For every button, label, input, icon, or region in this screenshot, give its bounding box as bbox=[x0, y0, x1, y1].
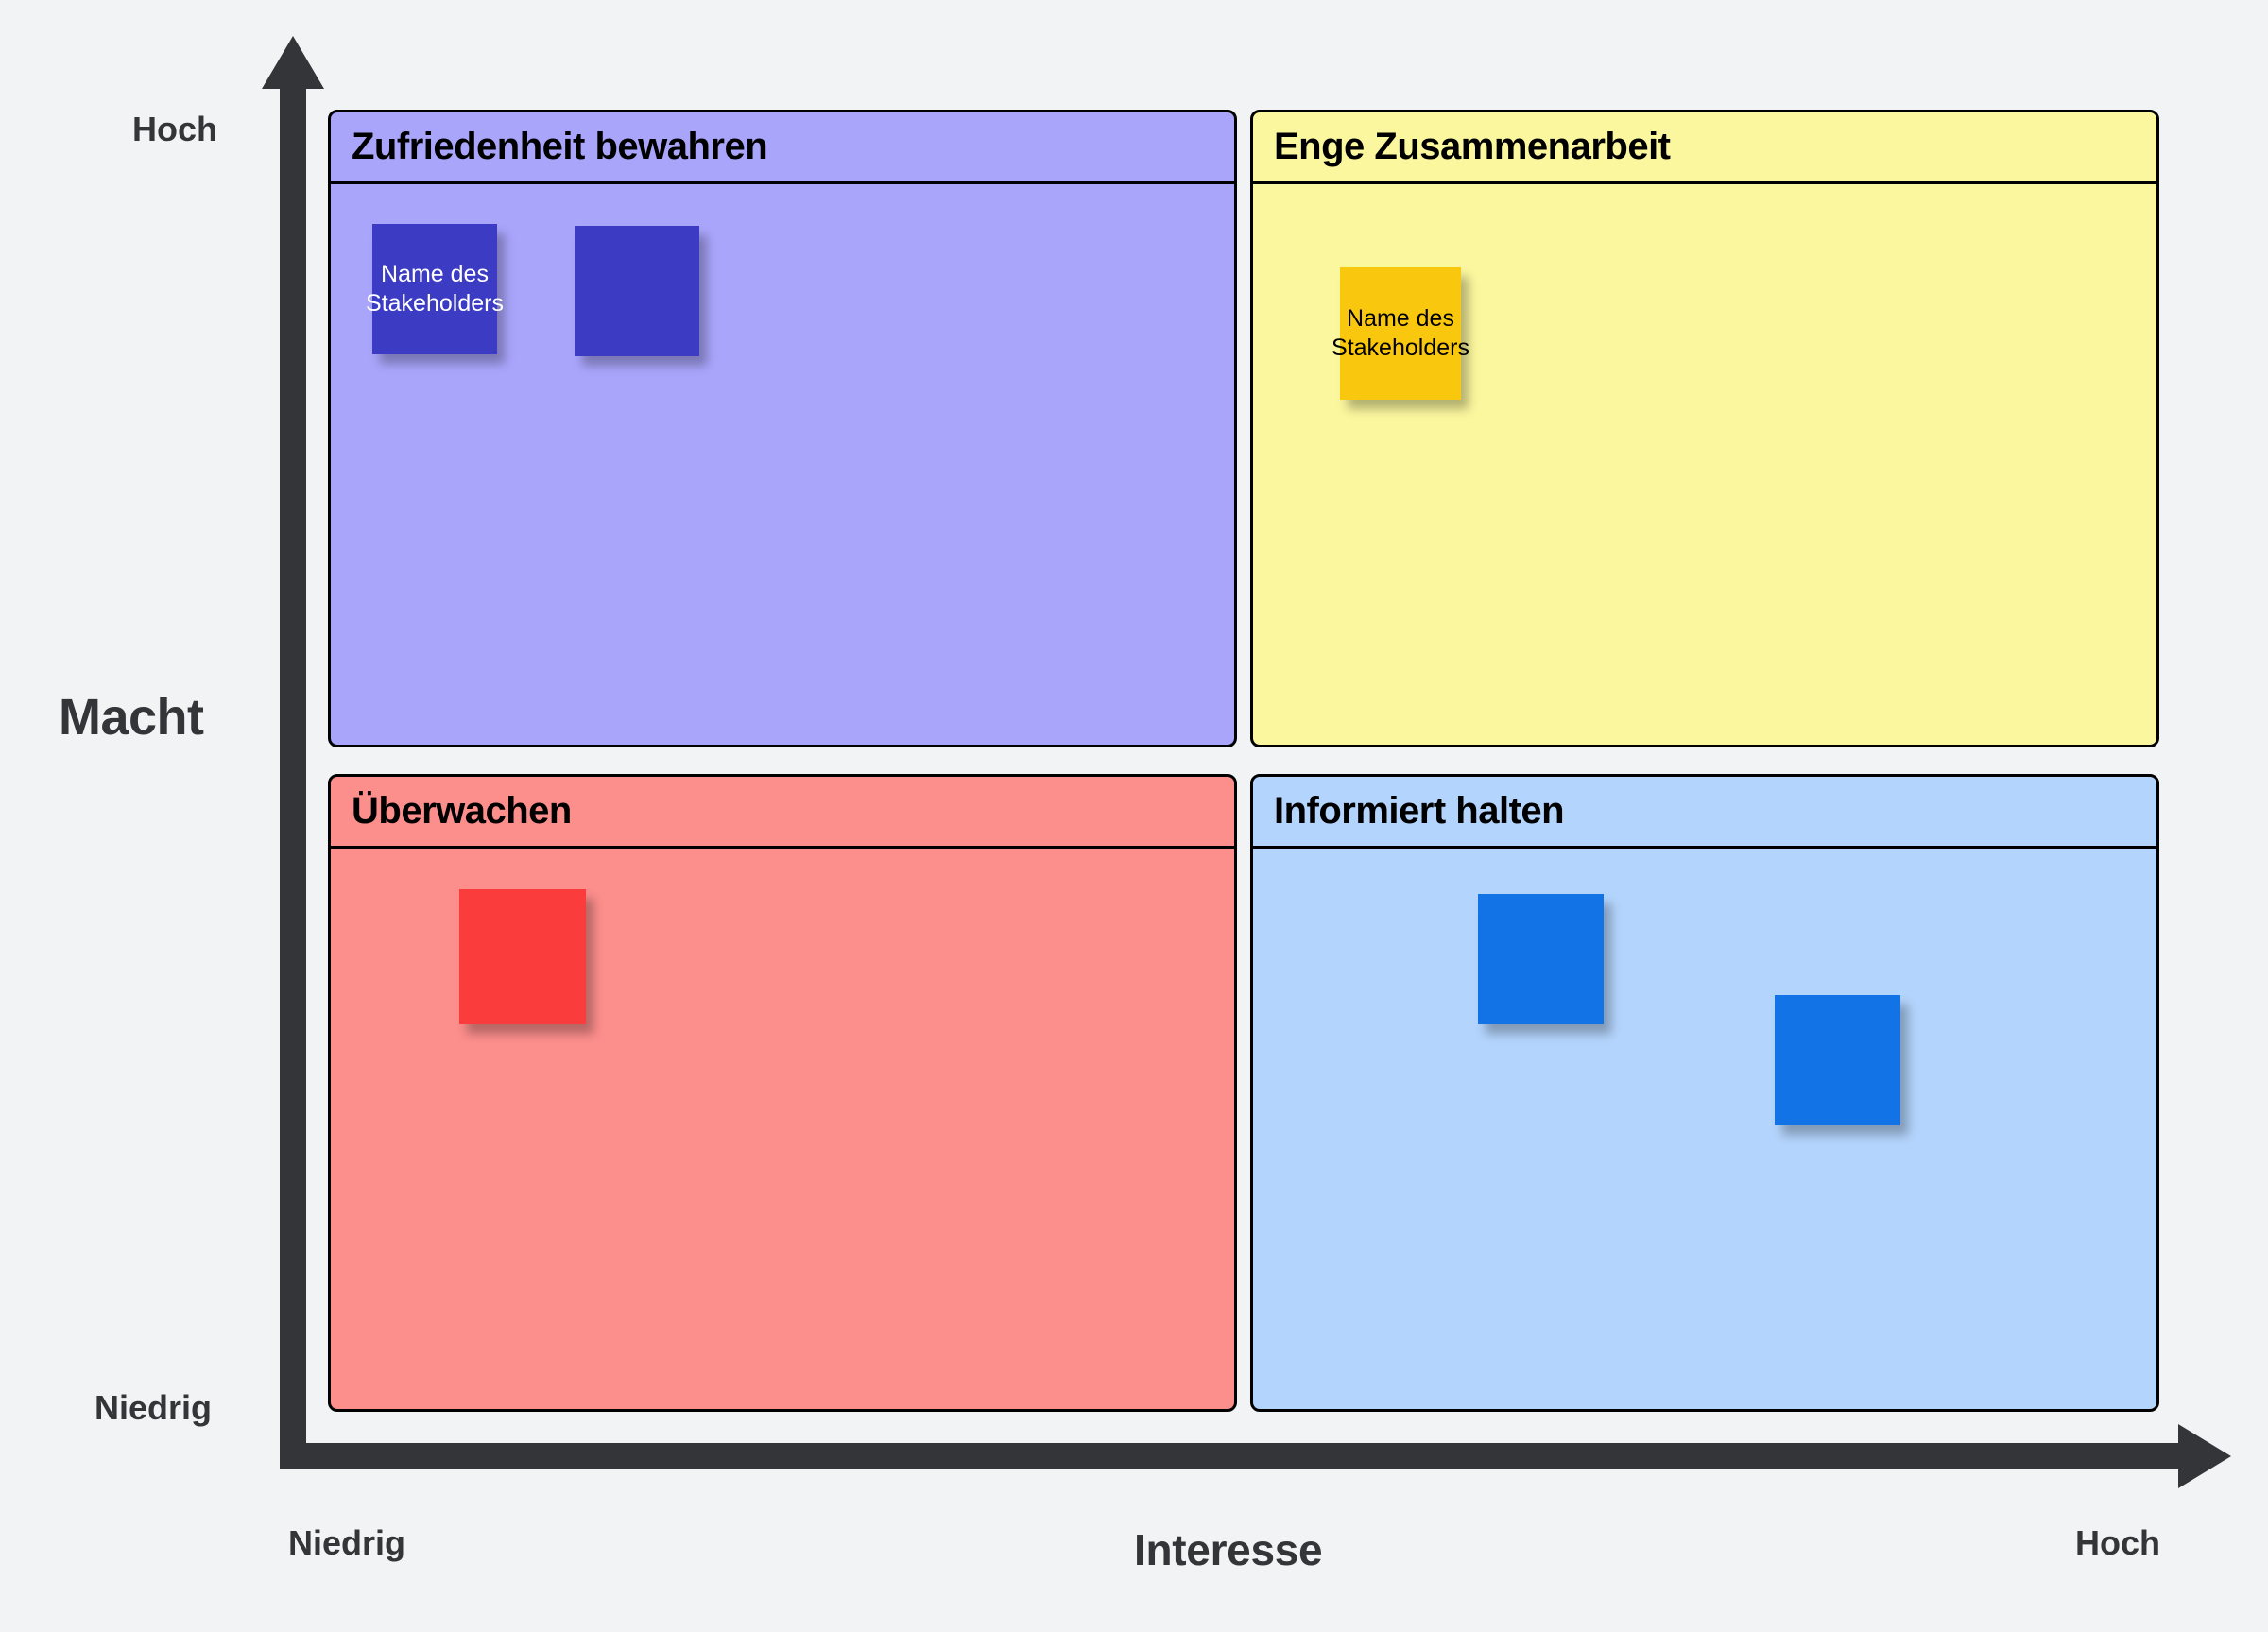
x-axis-title: Interesse bbox=[1134, 1525, 1323, 1574]
arrow-up-icon bbox=[262, 36, 324, 89]
quadrant-body bbox=[331, 849, 1234, 1409]
x-axis-line bbox=[280, 1443, 2191, 1469]
x-axis-low-label: Niedrig bbox=[288, 1523, 406, 1562]
quadrant-title: Informiert halten bbox=[1274, 790, 1565, 832]
arrow-right-icon bbox=[2178, 1424, 2231, 1488]
quadrant-header: Informiert halten bbox=[1253, 777, 2156, 849]
quadrant-title: Überwachen bbox=[352, 790, 572, 832]
quadrant-zufriedenheit-bewahren[interactable]: Zufriedenheit bewahren Name des Stakehol… bbox=[328, 110, 1237, 747]
quadrant-informiert-halten[interactable]: Informiert halten bbox=[1250, 774, 2159, 1412]
y-axis-high-label: Hoch bbox=[132, 110, 217, 148]
quadrant-title: Zufriedenheit bewahren bbox=[352, 126, 768, 167]
quadrant-ueberwachen[interactable]: Überwachen bbox=[328, 774, 1237, 1412]
sticky-note[interactable] bbox=[1775, 995, 1900, 1125]
quadrant-body: Name des Stakeholders bbox=[1253, 184, 2156, 745]
quadrant-enge-zusammenarbeit[interactable]: Enge Zusammenarbeit Name des Stakeholder… bbox=[1250, 110, 2159, 747]
y-axis-low-label: Niedrig bbox=[94, 1388, 213, 1427]
quadrant-title: Enge Zusammenarbeit bbox=[1274, 126, 1671, 167]
quadrant-header: Enge Zusammenarbeit bbox=[1253, 112, 2156, 184]
quadrant-grid: Zufriedenheit bewahren Name des Stakehol… bbox=[328, 110, 2159, 1412]
sticky-note-text: Name des Stakeholders bbox=[1332, 304, 1469, 361]
sticky-note[interactable]: Name des Stakeholders bbox=[366, 224, 504, 354]
sticky-note[interactable] bbox=[459, 889, 586, 1024]
sticky-note[interactable] bbox=[575, 226, 699, 356]
x-axis-high-label: Hoch bbox=[2075, 1523, 2160, 1562]
sticky-note-text: Name des Stakeholders bbox=[366, 260, 504, 317]
quadrant-body: Name des Stakeholders bbox=[331, 184, 1234, 745]
quadrant-header: Zufriedenheit bewahren bbox=[331, 112, 1234, 184]
y-axis-title: Macht bbox=[59, 689, 204, 746]
quadrant-body bbox=[1253, 849, 2156, 1409]
sticky-note[interactable]: Name des Stakeholders bbox=[1332, 267, 1469, 400]
y-axis-line bbox=[280, 80, 306, 1469]
sticky-note[interactable] bbox=[1478, 894, 1604, 1024]
quadrant-header: Überwachen bbox=[331, 777, 1234, 849]
